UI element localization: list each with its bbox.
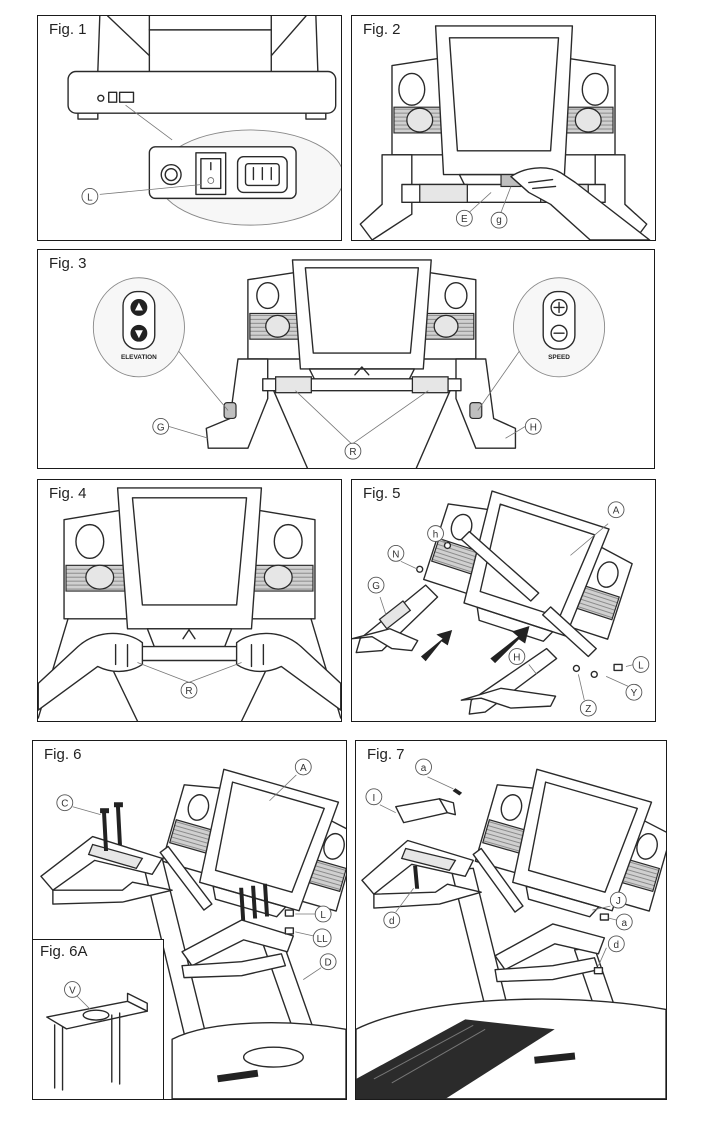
figure-2-title: Fig. 2 [361, 21, 403, 38]
label-g: g [496, 215, 502, 226]
figure-6a-drawing: V [46, 981, 148, 1091]
label-D: D [325, 958, 332, 969]
figure-1-drawing: L [67, 16, 341, 226]
figure-7-title: Fig. 7 [365, 746, 407, 763]
label-Z: Z [585, 704, 591, 715]
label-L: L [320, 910, 326, 921]
label-N: N [392, 549, 399, 560]
figure-4-title: Fig. 4 [47, 485, 89, 502]
label-a-top: a [421, 763, 427, 774]
figure-5-drawing: A N h G H L Y Z [352, 490, 650, 717]
figure-1-panel: Fig. 1 L [37, 15, 342, 241]
speed-label: SPEED [548, 354, 570, 361]
label-H: H [513, 653, 520, 664]
figure-3-title: Fig. 3 [47, 255, 89, 272]
label-G: G [157, 422, 165, 433]
label-LL: LL [317, 934, 329, 945]
figure-2-drawing: E g [359, 25, 651, 240]
label-E: E [461, 214, 468, 225]
figure-7-panel: Fig. 7 [355, 740, 667, 1100]
figure-6-panel: Fig. 6 [32, 740, 347, 1100]
figure-3-drawing: ELEVATION SPEED [92, 259, 606, 468]
figure-6a-inset: Fig. 6A V [33, 939, 164, 1099]
label-I: I [373, 793, 376, 804]
label-A: A [613, 506, 620, 517]
figure-2-panel: Fig. 2 E g [351, 15, 656, 241]
figure-4-panel: Fig. 4 R [37, 479, 342, 722]
figure-3-panel: Fig. 3 ELEVATION SPEED [37, 249, 655, 469]
label-R: R [185, 686, 192, 697]
label-d-right: d [614, 940, 620, 951]
label-d-left: d [389, 916, 395, 927]
label-h: h [433, 530, 439, 541]
figure-5-panel: Fig. 5 [351, 479, 656, 722]
figure-4-drawing: R [38, 487, 341, 721]
label-L: L [638, 660, 644, 671]
label-R: R [349, 447, 356, 458]
label-V: V [69, 985, 76, 996]
figure-6-drawing: A C L LL D [40, 758, 346, 1099]
figure-1-title: Fig. 1 [47, 21, 89, 38]
figure-5-title: Fig. 5 [361, 485, 403, 502]
label-L: L [87, 192, 93, 203]
label-G: G [372, 581, 380, 592]
label-C: C [61, 799, 68, 810]
label-A: A [300, 763, 307, 774]
label-J: J [616, 896, 621, 907]
figure-6-title: Fig. 6 [42, 746, 84, 763]
label-H: H [530, 422, 537, 433]
label-a-right: a [622, 918, 628, 929]
elevation-label: ELEVATION [121, 354, 157, 361]
figure-6a-title: Fig. 6A [38, 943, 90, 960]
label-Y: Y [631, 688, 638, 699]
figure-7-drawing: a I J a d d [356, 758, 666, 1099]
